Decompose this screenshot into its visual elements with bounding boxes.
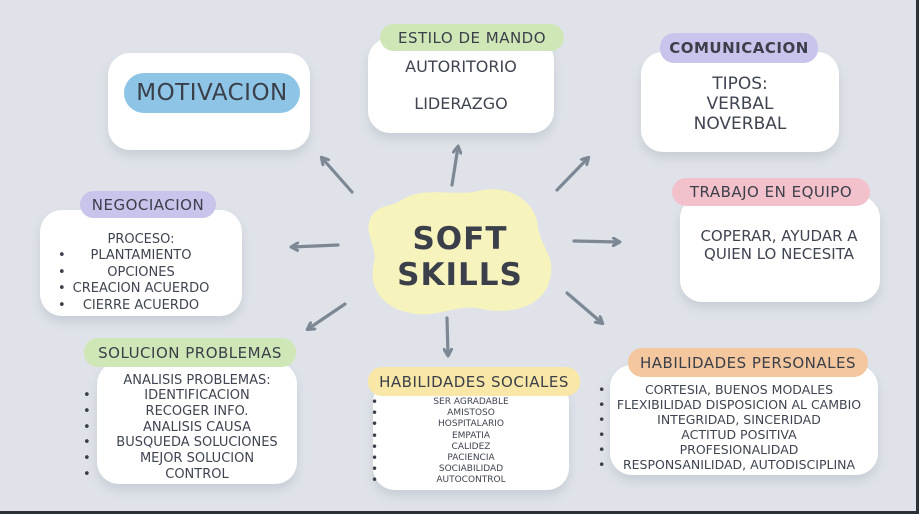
center-title-line2: SKILLS — [397, 257, 523, 293]
sociales-item: SER AGRADABLE — [371, 397, 569, 408]
negociacion-title: NEGOCIACION — [80, 191, 216, 218]
trabajo-en-equipo-card — [680, 196, 880, 302]
estilo-item-liderazgo: LIDERAZGO — [414, 94, 508, 113]
personales-item: ACTITUD POSITIVA — [598, 427, 872, 442]
comunicacion-line-noverbal: NOVERBAL — [693, 114, 787, 134]
arrow-habilidades-sociales — [447, 316, 448, 355]
sociales-item: CALIDEZ — [371, 442, 569, 453]
personales-item: INTEGRIDAD, SINCERIDAD — [598, 412, 872, 427]
arrow-motivacion — [322, 158, 354, 194]
personales-item: CORTESIA, BUENOS MODALES — [598, 382, 872, 397]
solucion-intro: ANALISIS PROBLEMAS: — [123, 373, 271, 388]
personales-item: RESPONSANILIDAD, AUTODISCIPLINA — [598, 457, 872, 472]
estilo-item-autoritorio: AUTORITORIO — [405, 57, 517, 76]
sociales-item: EMPATIA — [371, 431, 569, 442]
solucion-item: BUSQUEDA SOLUCIONES — [83, 435, 297, 451]
habilidades-personales-title: HABILIDADES PERSONALES — [628, 348, 868, 377]
habilidades-sociales-title: HABILIDADES SOCIALES — [368, 367, 580, 396]
negociacion-item: CIERRE ACUERDO — [40, 298, 242, 315]
arrow-comunicacion — [555, 158, 588, 192]
comunicacion-line-verbal: VERBAL — [706, 94, 774, 114]
negociacion-item: PLANTAMIENTO — [40, 248, 242, 265]
sociales-item: AMISTOSO — [371, 408, 569, 419]
comunicacion-card — [641, 52, 839, 152]
center-blob — [368, 189, 552, 315]
sociales-item: SOCIABILIDAD — [371, 464, 569, 475]
comunicacion-line-tipos: TIPOS: — [712, 74, 768, 94]
center-title-line1: SOFT — [412, 221, 508, 257]
sociales-item: PACIENCIA — [371, 453, 569, 464]
arrow-habilidades-personales — [565, 291, 602, 323]
motivacion-title: MOTIVACION — [124, 73, 300, 113]
solucion-item: IDENTIFICACION — [83, 388, 297, 404]
comunicacion-title: COMUNICACION — [660, 33, 818, 63]
arrow-estilo-de-mando — [450, 147, 458, 187]
negociacion-item: OPCIONES — [40, 265, 242, 282]
solucion-problemas-title: SOLUCION PROBLEMAS — [84, 338, 296, 367]
trabajo-line-2: QUIEN LO NECESITA — [704, 245, 854, 263]
solucion-item: MEJOR SOLUCION — [83, 451, 297, 467]
personales-item: FLEXIBILIDAD DISPOSICION AL CAMBIO — [598, 397, 872, 412]
solucion-list: IDENTIFICACION RECOGER INFO. ANALISIS CA… — [83, 388, 297, 483]
sociales-list: SER AGRADABLE AMISTOSO HOSPITALARIO EMPA… — [371, 397, 569, 487]
comunicacion-lines: TIPOS: VERBAL NOVERBAL — [641, 74, 839, 134]
solucion-item: RECOGER INFO. — [83, 404, 297, 420]
solucion-item: ANALISIS CAUSA — [83, 420, 297, 436]
negociacion-item: CREACION ACUERDO — [40, 281, 242, 298]
trabajo-line-1: COPERAR, AYUDAR A — [700, 227, 858, 245]
negociacion-intro: PROCESO: — [107, 232, 175, 247]
arrow-solucion-problemas — [308, 302, 347, 329]
solucion-item: CONTROL — [83, 467, 297, 483]
personales-list: CORTESIA, BUENOS MODALES FLEXIBILIDAD DI… — [598, 382, 872, 472]
sociales-item: AUTOCONTROL — [371, 475, 569, 486]
center-title: SOFT SKILLS — [360, 221, 560, 293]
estilo-de-mando-title: ESTILO DE MANDO — [380, 24, 564, 51]
arrow-negociacion — [292, 245, 340, 247]
sociales-item: HOSPITALARIO — [371, 419, 569, 430]
arrow-trabajo-en-equipo — [572, 241, 619, 242]
estilo-de-mando-card — [368, 38, 554, 133]
negociacion-list: PLANTAMIENTO OPCIONES CREACION ACUERDO C… — [40, 248, 242, 314]
trabajo-lines: COPERAR, AYUDAR A QUIEN LO NECESITA — [670, 227, 888, 263]
personales-item: PROFESIONALIDAD — [598, 442, 872, 457]
trabajo-en-equipo-title: TRABAJO EN EQUIPO — [672, 178, 870, 206]
